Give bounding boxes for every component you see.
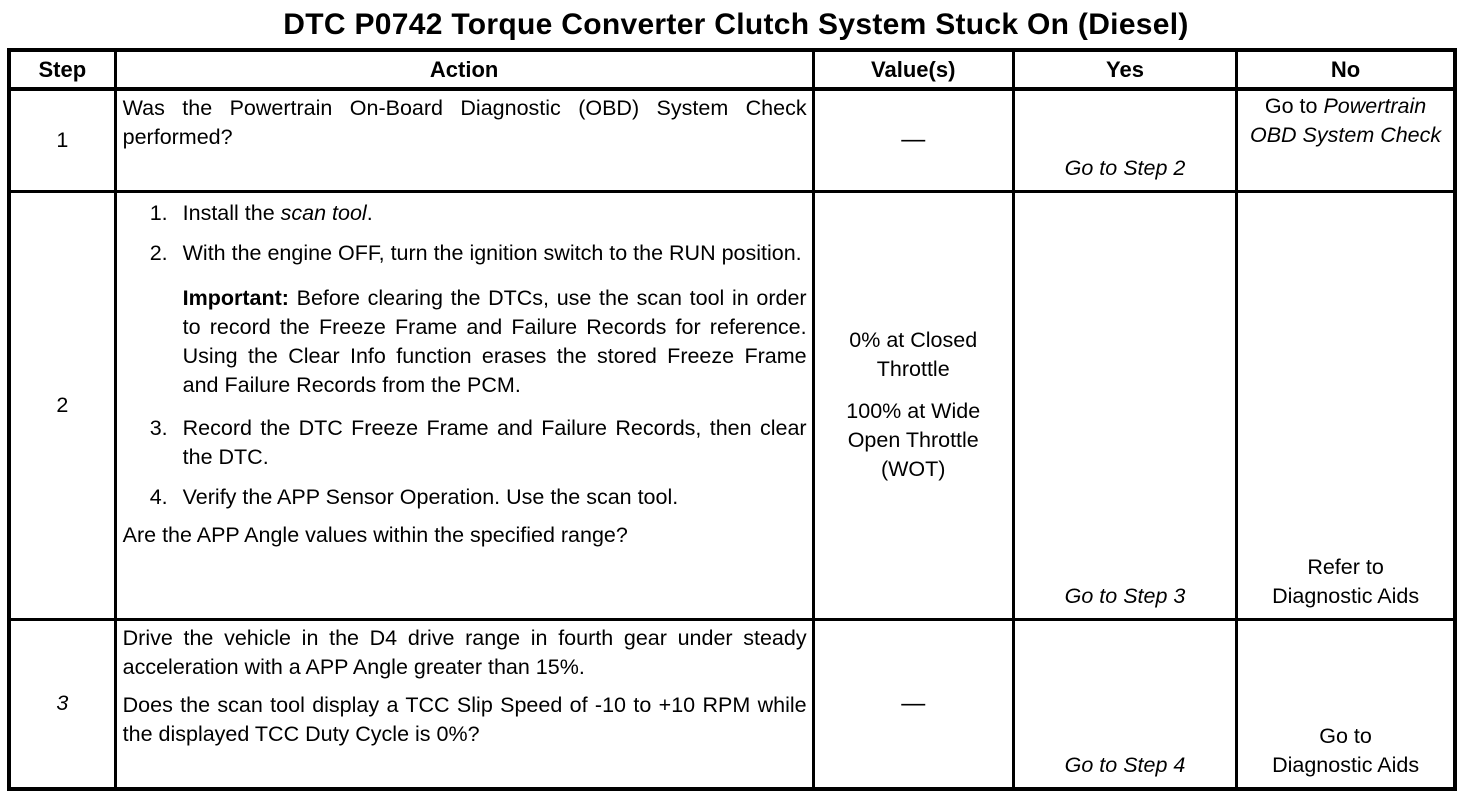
list-number: 4. (149, 484, 168, 509)
action-cell: Was the Powertrain On-Board Diagnostic (… (113, 87, 815, 193)
list-number: 1. (149, 200, 168, 225)
action-question: Does the scan tool display a TCC Slip Sp… (122, 692, 807, 746)
yes-cell: Go to Step 3 (1011, 189, 1239, 621)
no-text-line: Diagnostic Aids (1272, 753, 1420, 777)
action-list-item-1: 1. Install the scan tool. (123, 199, 807, 228)
table-row-step-2: 2 1. Install the scan tool. 2. With the … (7, 189, 1457, 621)
step-number: 1 (7, 87, 117, 193)
action-text: Drive the vehicle in the D4 drive range … (122, 625, 807, 679)
action-text: Was the Powertrain On-Board Diagnostic (… (122, 96, 807, 149)
page-title: DTC P0742 Torque Converter Clutch System… (283, 8, 1189, 41)
value-dash: — (901, 689, 926, 717)
no-cell: Go to Diagnostic Aids (1235, 617, 1457, 791)
list-item-text: Record the DTC Freeze Frame and Failure … (182, 415, 807, 469)
no-cell: Go to Powertrain OBD System Check (1235, 87, 1457, 193)
no-text-line: Refer to (1307, 554, 1384, 579)
value-dash: — (901, 126, 926, 154)
value-cell: 0% at Closed Throttle 100% at Wide Open … (811, 189, 1015, 621)
action-question: Are the APP Angle values within the spec… (122, 522, 628, 547)
list-number: 3. (149, 415, 168, 440)
yes-cell: Go to Step 2 (1011, 87, 1239, 193)
col-header-step: Step (7, 48, 117, 91)
list-item-text: Install the scan tool. (182, 200, 373, 225)
col-header-action: Action (113, 48, 815, 91)
action-cell: Drive the vehicle in the D4 drive range … (113, 617, 815, 791)
value-cell: — (811, 617, 1015, 791)
action-list-item-3: 3. Record the DTC Freeze Frame and Failu… (123, 414, 807, 472)
value-text-2: 100% at Wide Open Throttle (WOT) (846, 399, 981, 481)
value-text-1: 0% at Closed Throttle (849, 328, 978, 381)
action-list-item-2: 2. With the engine OFF, turn the ignitio… (123, 239, 807, 268)
col-header-yes: Yes (1011, 48, 1239, 91)
list-number: 2. (149, 240, 168, 265)
action-list-item-4: 4. Verify the APP Sensor Operation. Use … (123, 483, 807, 512)
table-row-step-1: 1 Was the Powertrain On-Board Diagnostic… (7, 87, 1457, 193)
important-label: Important: (182, 285, 289, 310)
no-text-reference: Powertrain OBD System Check (1249, 94, 1442, 147)
list-item-text: Verify the APP Sensor Operation. Use the… (182, 484, 679, 509)
list-item-text: With the engine OFF, turn the ignition s… (182, 240, 802, 265)
col-header-values: Value(s) (811, 48, 1015, 91)
table-row-step-3: 3 Drive the vehicle in the D4 drive rang… (7, 617, 1457, 791)
action-cell: 1. Install the scan tool. 2. With the en… (113, 189, 815, 621)
col-header-no: No (1235, 48, 1457, 91)
no-text-prefix: Go to (1264, 94, 1324, 118)
step-number: 3 (7, 617, 117, 791)
important-text: Before clearing the DTCs, use the scan t… (182, 285, 807, 397)
no-text-line: Diagnostic Aids (1272, 583, 1420, 608)
important-note: Important: Before clearing the DTCs, use… (183, 284, 807, 400)
step-number: 2 (7, 189, 117, 621)
diagnostic-table: Step Action Value(s) Yes No 1 Was the Po… (7, 48, 1457, 791)
yes-cell: Go to Step 4 (1011, 617, 1239, 791)
value-cell: — (811, 87, 1015, 193)
table-header-row: Step Action Value(s) Yes No (7, 48, 1457, 91)
no-text-line: Go to (1319, 724, 1372, 748)
no-cell: Refer to Diagnostic Aids (1235, 189, 1457, 621)
